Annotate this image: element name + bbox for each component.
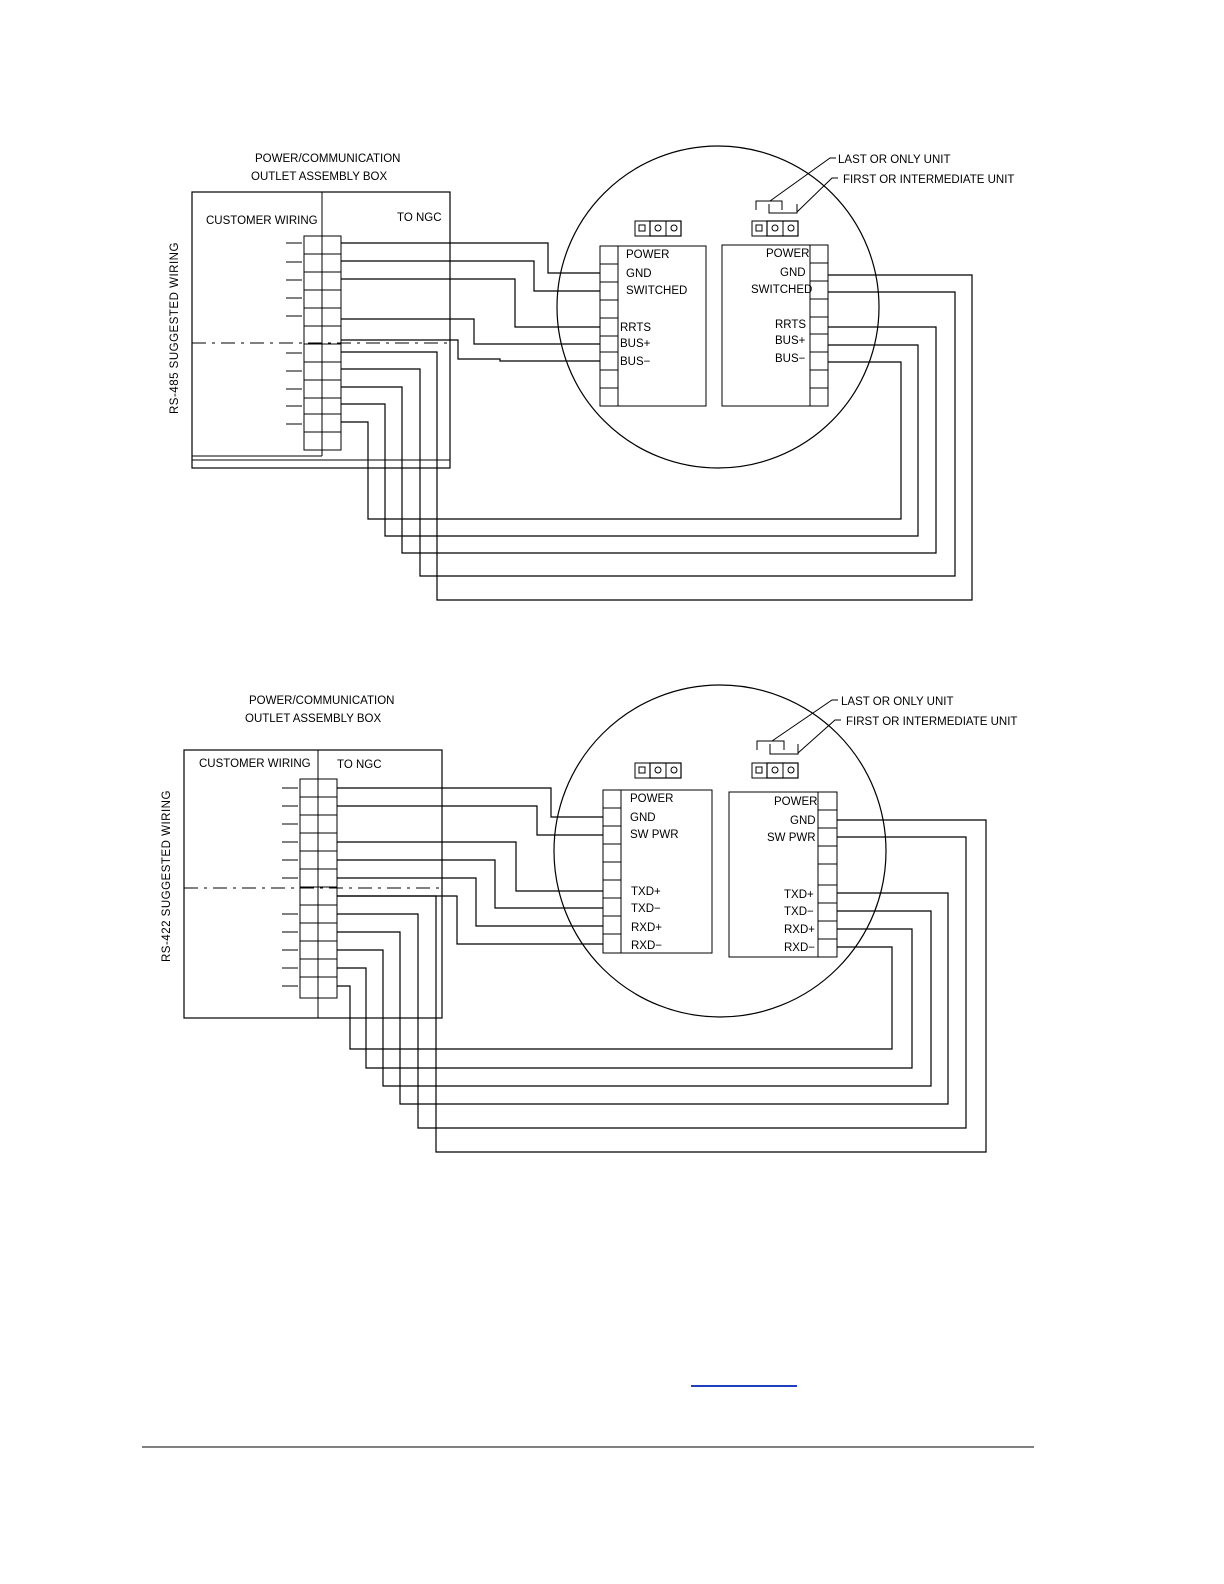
rs485-left-gnd: GND: [626, 268, 652, 280]
rs422-enclosure-circle: [553, 684, 887, 1018]
rs485-right-rrts: RRTS: [775, 319, 806, 331]
rs422-right-txd-plus: TXD+: [784, 889, 814, 901]
rs422-left-rxd-minus: RXD−: [631, 940, 662, 952]
rs422-first-unit-leader: [797, 719, 841, 754]
rs485-first-unit-label: FIRST OR INTERMEDIATE UNIT: [843, 174, 1014, 186]
rs422-box-title-line1: POWER/COMMUNICATION: [249, 695, 394, 707]
rs422-right-rxd-minus: RXD−: [784, 942, 815, 954]
rs485-left-power: POWER: [626, 249, 669, 261]
rs485-diagram: POWER/COMMUNICATION OUTLET ASSEMBLY BOX …: [169, 145, 1014, 601]
rs485-last-unit-leader: [769, 157, 836, 202]
rs422-to-ngc-label: TO NGC: [337, 759, 382, 771]
rs485-wires-left-module: [341, 242, 600, 362]
rs422-right-sw-pwr: SW PWR: [767, 832, 816, 844]
rs422-wires-right-module: [337, 819, 987, 1153]
rs422-right-txd-minus: TXD−: [784, 906, 814, 918]
rs485-to-ngc-label: TO NGC: [397, 212, 442, 224]
rs485-left-switched: SWITCHED: [626, 285, 687, 297]
rs422-customer-stubs: [282, 787, 298, 987]
rs422-diagram: POWER/COMMUNICATION OUTLET ASSEMBLY BOX …: [161, 684, 1017, 1153]
rs485-right-power: POWER: [766, 248, 809, 260]
rs422-left-module: [602, 789, 713, 954]
rs422-right-power: POWER: [774, 796, 817, 808]
rs422-left-txd-minus: TXD−: [631, 903, 661, 915]
rs485-side-label: RS-485 SUGGESTED WIRING: [169, 242, 181, 414]
rs485-customer-wiring-label: CUSTOMER WIRING: [206, 215, 318, 227]
rs485-jumper-right: [751, 200, 799, 237]
rs422-wires-left-module: [337, 787, 603, 945]
rs422-terminal-strip: [299, 778, 338, 999]
rs422-left-rxd-plus: RXD+: [631, 922, 662, 934]
rs485-jumper-left: [634, 220, 682, 237]
rs485-left-bus-minus: BUS−: [620, 356, 651, 368]
rs422-customer-wiring-label: CUSTOMER WIRING: [199, 758, 311, 770]
rs485-box-title-line2: OUTLET ASSEMBLY BOX: [251, 171, 387, 183]
rs422-right-module: [728, 791, 838, 958]
rs485-right-switched: SWITCHED: [751, 284, 812, 296]
rs485-enclosure-circle: [556, 145, 880, 469]
rs422-left-gnd: GND: [630, 812, 656, 824]
rs422-jumper-right: [751, 740, 799, 779]
rs422-jumper-left: [634, 762, 682, 779]
rs485-last-unit-label: LAST OR ONLY UNIT: [838, 154, 950, 166]
rs485-wires-right-module: [341, 274, 973, 601]
rs485-customer-stubs: [286, 242, 302, 425]
rs485-outlet-box: [191, 191, 451, 469]
rs485-terminal-strip: [303, 235, 342, 451]
rs485-box-title-line1: POWER/COMMUNICATION: [255, 153, 400, 165]
rs422-right-rxd-plus: RXD+: [784, 924, 815, 936]
rs485-left-module: [599, 245, 707, 407]
rs422-last-unit-leader: [771, 699, 838, 742]
rs422-outlet-box: [183, 749, 443, 1019]
rs422-first-unit-label: FIRST OR INTERMEDIATE UNIT: [846, 716, 1017, 728]
rs485-left-rrts: RRTS: [620, 322, 651, 334]
rs422-right-gnd: GND: [790, 815, 816, 827]
rs485-right-bus-plus: BUS+: [775, 335, 806, 347]
rs485-right-bus-minus: BUS−: [775, 353, 806, 365]
rs422-last-unit-label: LAST OR ONLY UNIT: [841, 696, 953, 708]
rs422-box-title-line2: OUTLET ASSEMBLY BOX: [245, 713, 381, 725]
rs485-first-unit-leader: [796, 177, 838, 213]
rs485-left-bus-plus: BUS+: [620, 338, 651, 350]
rs422-left-txd-plus: TXD+: [631, 886, 661, 898]
rs485-right-gnd: GND: [780, 267, 806, 279]
rs485-right-module: [721, 244, 829, 407]
rs422-left-sw-pwr: SW PWR: [630, 829, 679, 841]
rs422-side-label: RS-422 SUGGESTED WIRING: [161, 790, 173, 962]
rs422-left-power: POWER: [630, 793, 673, 805]
